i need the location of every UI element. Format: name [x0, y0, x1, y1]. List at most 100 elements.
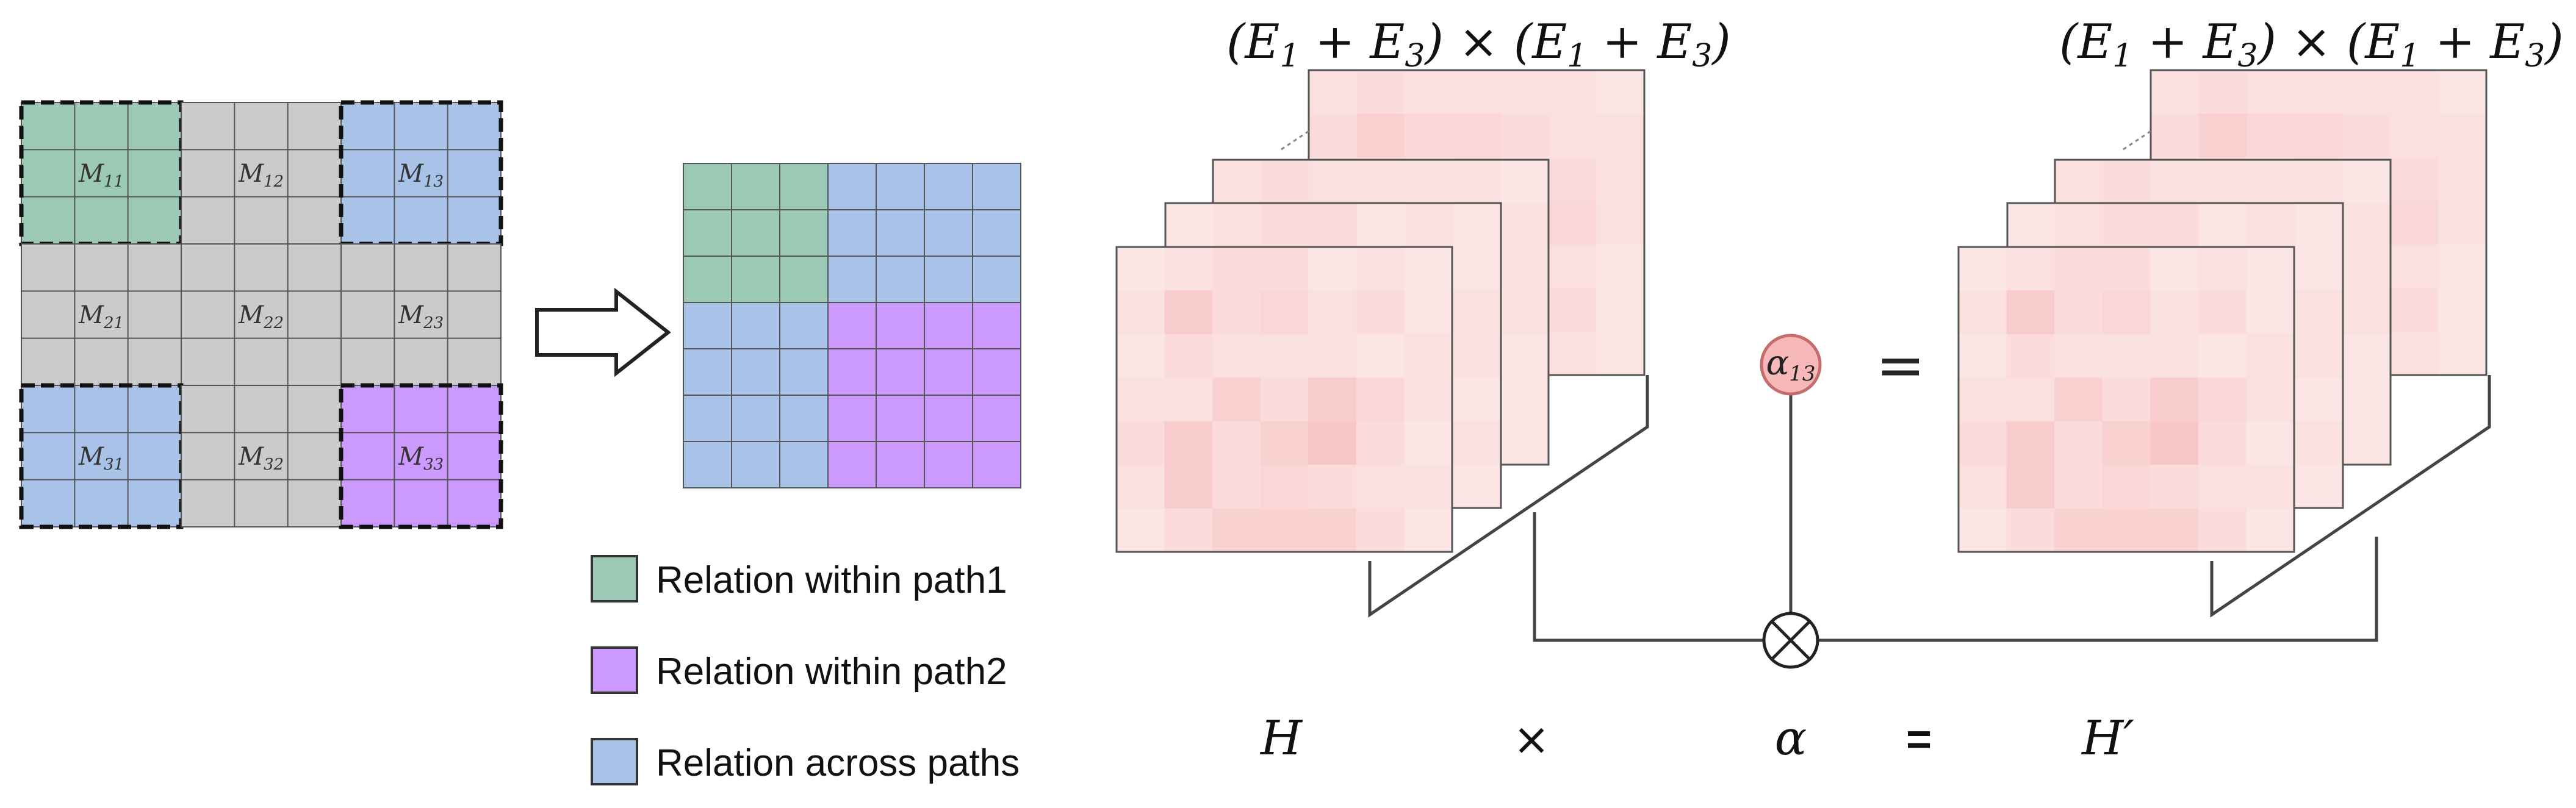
heat-cell: [2198, 334, 2247, 378]
heat-cell: [2006, 421, 2055, 465]
heat-cell: [1212, 247, 1261, 291]
heat-cell: [1117, 421, 1165, 465]
heat-cell: [1452, 70, 1501, 114]
heat-cell: [2054, 334, 2103, 378]
heat-cell: [2199, 203, 2248, 247]
heat-cell: [1452, 113, 1501, 158]
heatmap-stack-h-prime: [1957, 69, 2491, 618]
heat-cell: [1500, 113, 1549, 158]
heat-cell: [2151, 160, 2200, 204]
heat-cell: [1404, 334, 1453, 378]
legend-swatch-path2: [591, 646, 638, 694]
heat-cell: [2006, 290, 2055, 335]
heat-cell: [1164, 290, 1213, 335]
heat-cell: [1212, 465, 1261, 509]
reshaped-cell: [779, 395, 829, 442]
reshape-arrow: [535, 287, 671, 377]
heat-cell: [1596, 157, 1645, 201]
reshaped-cell: [924, 209, 973, 257]
equation-times: ×: [1513, 713, 1550, 765]
block-label-m13: M13: [398, 160, 444, 191]
heat-cell: [1356, 508, 1405, 552]
heat-cell: [2054, 421, 2103, 465]
heat-cell: [2342, 246, 2391, 291]
heat-cell: [1959, 334, 2007, 378]
heat-cell: [2247, 203, 2295, 247]
heat-cell: [2198, 465, 2247, 509]
heat-cell: [1165, 203, 1214, 247]
heat-cell: [2294, 113, 2343, 158]
heat-cell: [1959, 377, 2007, 422]
reshaped-cell: [876, 163, 925, 210]
heat-cell: [1260, 421, 1309, 465]
heat-cell: [2006, 377, 2055, 422]
legend-label-across: Relation across paths: [656, 742, 1020, 784]
heat-cell: [1404, 290, 1453, 335]
heat-cell: [1260, 334, 1309, 378]
h-panel-front: [1115, 246, 1453, 553]
heat-cell: [2151, 113, 2200, 158]
reshaped-cell: [827, 163, 877, 210]
block-m22: M22: [181, 243, 342, 386]
heat-cell: [2294, 70, 2343, 114]
block-label-m11: M11: [78, 160, 124, 191]
heat-cell: [2342, 70, 2391, 114]
heat-cell: [1164, 247, 1213, 291]
heat-cell: [1260, 508, 1309, 552]
heat-cell: [1404, 247, 1453, 291]
heat-cell: [1500, 246, 1549, 291]
heat-cell: [1164, 508, 1213, 552]
connector-tensor-to-h-prime: [1818, 537, 2378, 642]
reshaped-cell: [876, 302, 925, 349]
heat-cell: [1500, 334, 1549, 378]
reshaped-cell: [972, 348, 1021, 396]
heat-cell: [2150, 334, 2199, 378]
heat-cell: [1452, 160, 1501, 204]
heat-cell: [2247, 160, 2295, 204]
heat-cell: [1500, 160, 1549, 204]
reshaped-cell: [876, 256, 925, 303]
reshaped-cell: [731, 209, 780, 257]
heat-cell: [2246, 508, 2295, 552]
heat-cell: [1405, 203, 1453, 247]
heat-cell: [2246, 465, 2295, 509]
block-m21: M21: [21, 243, 182, 386]
block-label-m32: M32: [238, 443, 284, 474]
heat-cell: [2438, 157, 2487, 201]
heat-cell: [2102, 290, 2151, 335]
equation: H × α = H′: [1259, 711, 2134, 766]
heat-cell: [1548, 70, 1597, 114]
heat-cell: [2102, 377, 2151, 422]
reshaped-cell: [924, 302, 973, 349]
heat-cell: [2150, 465, 2199, 509]
heat-cell: [2342, 421, 2391, 465]
heat-cell: [2438, 288, 2487, 332]
reshaped-cell: [924, 441, 973, 488]
heat-cell: [2102, 421, 2151, 465]
heat-cell: [2295, 334, 2344, 378]
heat-cell: [1500, 290, 1549, 335]
reshaped-cell: [683, 209, 732, 257]
reshaped-matrix: [683, 163, 1021, 488]
heat-cell: [2103, 160, 2151, 204]
heat-cell: [1453, 421, 1502, 465]
reshaped-cell: [779, 348, 829, 396]
heat-cell: [2438, 201, 2487, 245]
heat-cell: [1959, 290, 2007, 335]
heat-cell: [2295, 290, 2344, 334]
reshaped-cell: [683, 441, 732, 488]
legend-label-path1: Relation within path1: [656, 559, 1007, 601]
reshaped-cell: [876, 395, 925, 442]
heat-cell: [2006, 465, 2055, 509]
heat-cell: [2198, 421, 2247, 465]
heat-cell: [1309, 203, 1358, 247]
heat-cell: [2198, 508, 2247, 552]
heat-cell: [2102, 247, 2151, 291]
heat-cell: [2246, 421, 2295, 465]
heat-cell: [2102, 334, 2151, 378]
reshaped-cell: [827, 395, 877, 442]
block-m12: M12: [181, 102, 342, 245]
heat-cell: [1260, 465, 1309, 509]
